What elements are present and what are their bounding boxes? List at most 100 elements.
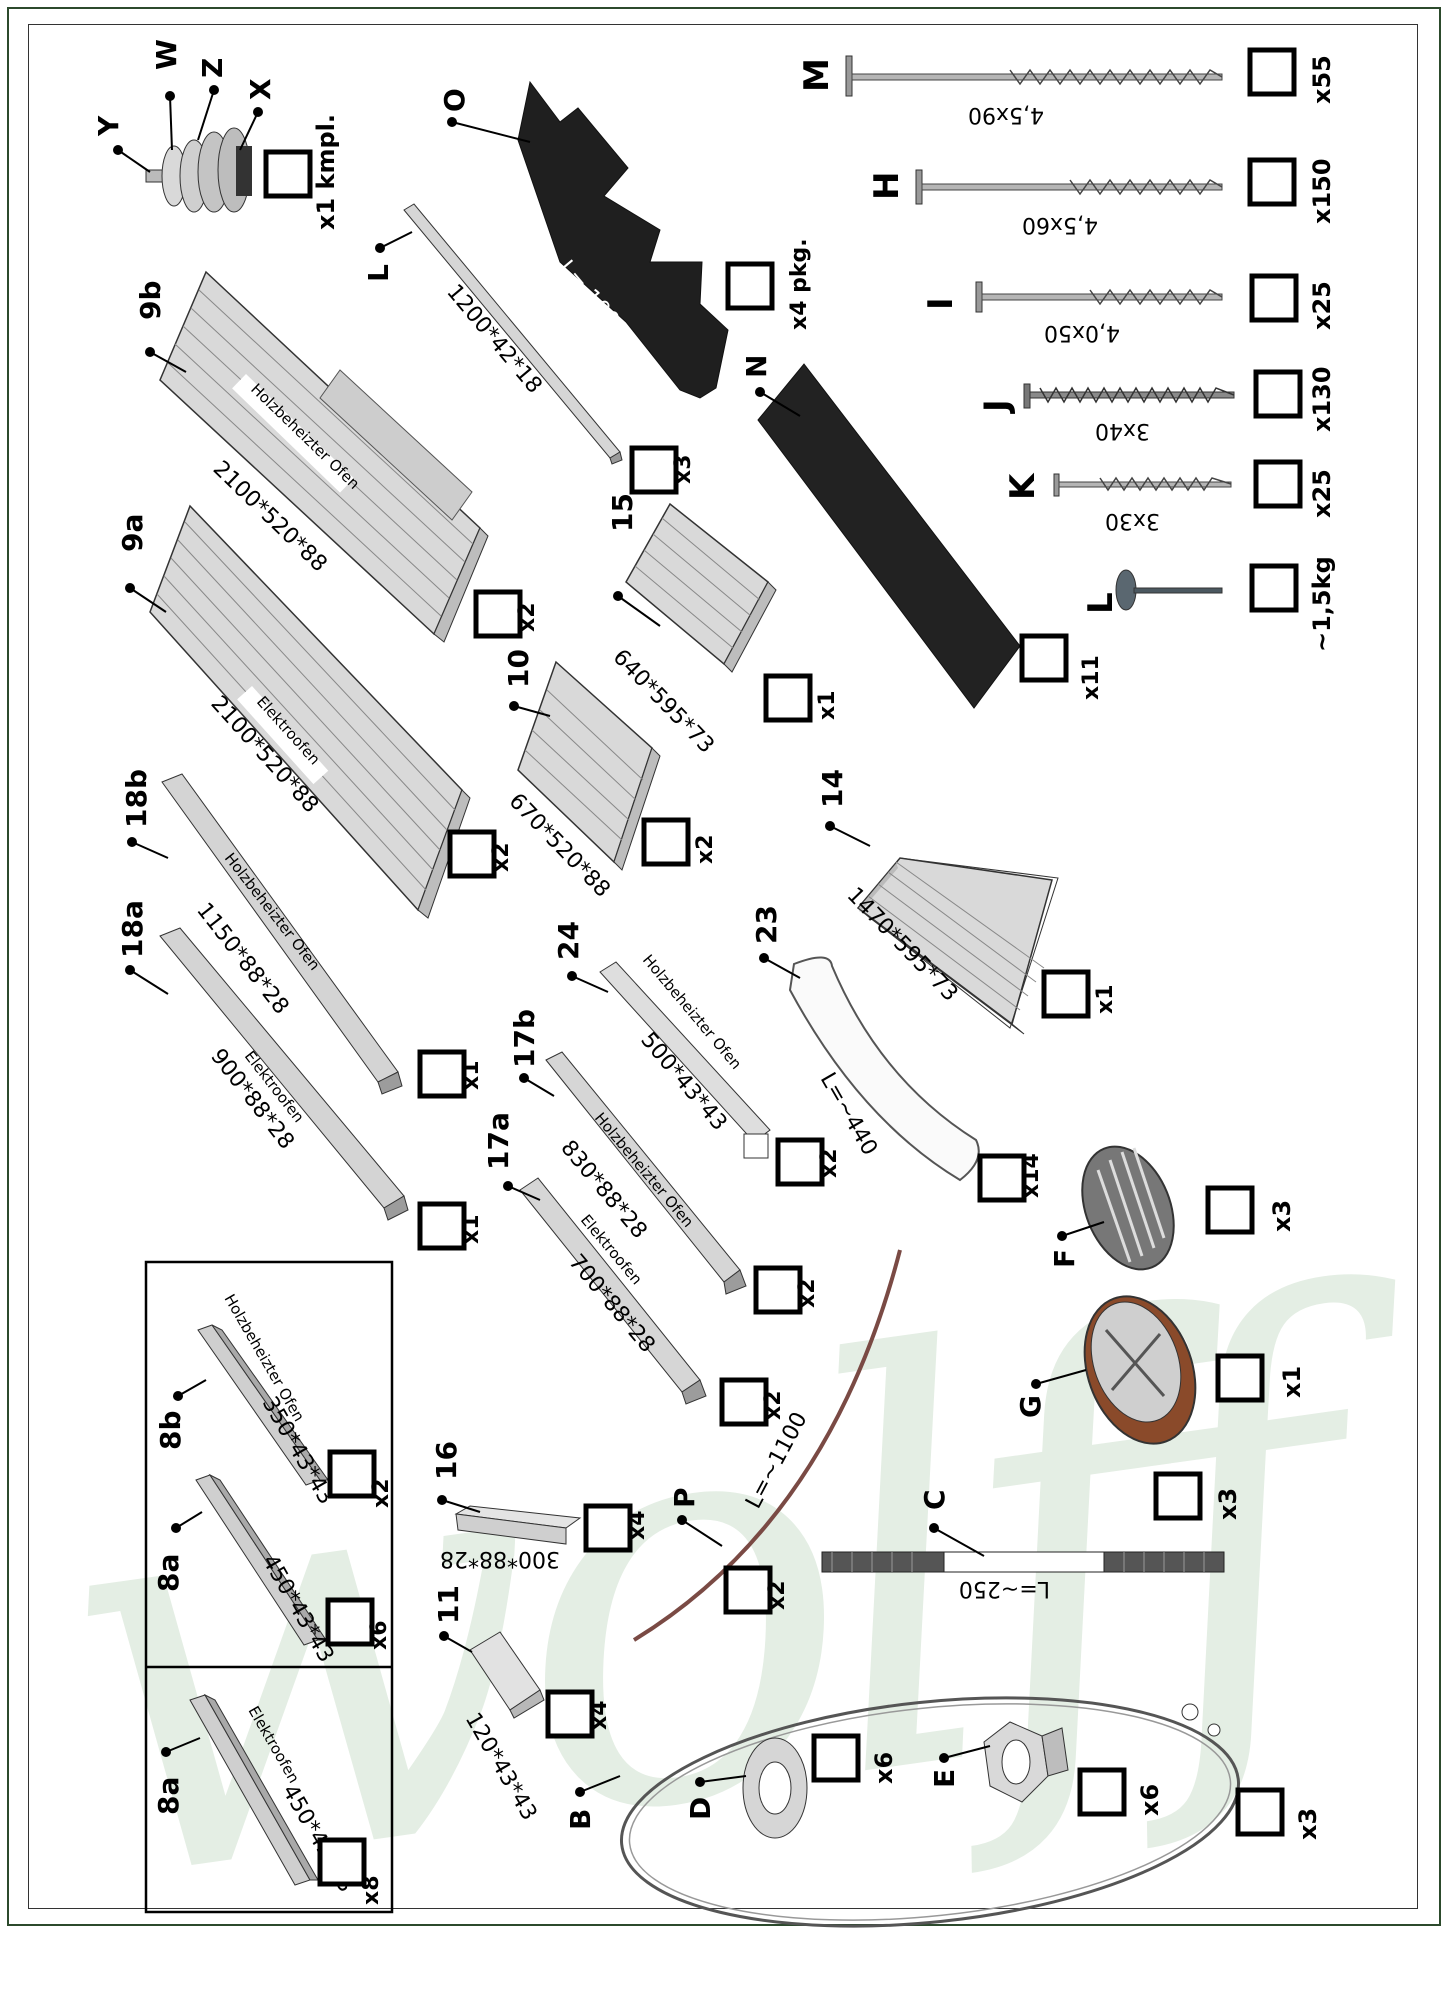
part-C-rod: C L=~250 x3 — [821, 1474, 1242, 1601]
part-id: L — [1081, 592, 1121, 614]
part-24: 24 500*43*43 Holzbeheizter Ofen x2 — [552, 921, 842, 1184]
part-dim: 4,5x60 — [1022, 212, 1098, 237]
part-id: 16 — [430, 1441, 463, 1480]
part-qty: x1 — [1278, 1366, 1306, 1398]
part-qty: x3 — [1268, 1200, 1296, 1232]
part-qty: x55 — [1308, 55, 1336, 104]
part-screw-K: K 3x30 x25 — [1003, 462, 1336, 533]
part-screw-J: J 3x40 x130 — [977, 366, 1336, 443]
part-id: B — [564, 1809, 597, 1830]
part-15: 15 640*595*73 x1 — [606, 493, 840, 759]
part-id: 18b — [120, 769, 153, 828]
part-id: I — [921, 297, 961, 310]
part-qty: x6 — [870, 1752, 898, 1784]
part-id: 23 — [750, 905, 783, 944]
part-qty: x1 — [1093, 985, 1118, 1015]
part-G-vent: G x1 — [1014, 1295, 1306, 1445]
part-id: 11 — [432, 1585, 465, 1624]
part-id: D — [684, 1797, 717, 1820]
part-id: 18a — [116, 900, 149, 958]
part-id: 15 — [606, 493, 639, 532]
part-8a-holz: 8a 450*43*43 x6 — [152, 1473, 392, 1667]
part-id-Y: Y — [92, 115, 125, 137]
part-id-Z: Z — [196, 58, 229, 78]
part-E-nut: E x6 — [928, 1721, 1164, 1816]
part-id: O — [438, 88, 471, 112]
part-id: M — [797, 58, 837, 92]
part-dim: L=~250 — [959, 1576, 1050, 1601]
part-qty: ~1,5kg — [1308, 556, 1336, 652]
part-qty: x25 — [1308, 281, 1336, 330]
part-id: J — [977, 399, 1017, 414]
part-qty: x1 — [815, 691, 840, 721]
part-D-washer: D x6 — [684, 1736, 898, 1839]
part-id: E — [928, 1769, 961, 1788]
part-qty: x4 pkg. — [787, 238, 812, 330]
part-id: F — [1048, 1249, 1081, 1268]
part-id: 9a — [116, 514, 149, 552]
part-qty: x1 — [459, 1215, 484, 1245]
part-qty: x3 — [1294, 1808, 1322, 1840]
stove-type-box — [144, 1260, 394, 1914]
part-qty: x6 — [1136, 1784, 1164, 1816]
part-id: 24 — [552, 921, 585, 960]
part-F-grille: F x3 — [1048, 1145, 1296, 1271]
part-id: H — [867, 172, 907, 200]
part-id: P — [668, 1487, 701, 1508]
part-qty: x2 — [515, 603, 540, 633]
part-qty: x130 — [1308, 366, 1336, 432]
part-dim: 120*43*43 — [460, 1709, 542, 1825]
part-qty: x14 — [1019, 1153, 1044, 1198]
part-dim: 4,5x90 — [968, 102, 1044, 127]
part-id-X: X — [244, 78, 277, 100]
part-qty: x6 — [367, 1621, 392, 1651]
part-id: N — [740, 355, 773, 378]
part-10: 10 670*520*88 x2 — [502, 649, 718, 903]
part-qty: x11 — [1079, 655, 1104, 700]
part-qty: x4 — [587, 1701, 612, 1731]
part-qty: x3 — [1214, 1488, 1242, 1520]
part-id-W: W — [150, 39, 183, 70]
part-dim: 3x30 — [1105, 508, 1160, 533]
part-qty: x150 — [1308, 158, 1336, 224]
part-qty: x4 — [625, 1511, 650, 1541]
part-14: 14 1470*595*73 x1 — [816, 769, 1118, 1035]
part-id: 9b — [134, 280, 167, 320]
part-qty: x2 — [693, 835, 718, 865]
part-nail-L: L ~1,5kg — [1081, 556, 1336, 652]
part-valve-assembly: Y W Z X x1 kmpl. — [92, 39, 340, 230]
part-O: O L= 1000 x4 pkg. — [438, 80, 812, 399]
parts-diagram: 8a 450*43*43 Elektroofen x8 8a 450*43*43… — [92, 39, 1336, 1928]
part-screw-M: M 4,5x90 x55 — [797, 50, 1336, 127]
part-screw-I: I 4,0x50 x25 — [921, 276, 1336, 345]
part-dim: 1200*42*18 — [441, 280, 546, 399]
part-qty: x1 — [459, 1061, 484, 1091]
part-screw-H: H 4,5x60 x150 — [867, 158, 1336, 237]
part-id: 8a — [152, 1554, 185, 1592]
part-id: L — [362, 264, 395, 282]
part-N: N L= 1000 x11 — [740, 355, 1104, 709]
part-id: C — [918, 1489, 951, 1510]
part-id: 8b — [154, 1410, 187, 1450]
part-qty: x2 — [765, 1581, 790, 1611]
part-8b: 8b 350*43*43 Holzbeheizter Ofen x2 — [154, 1291, 394, 1509]
part-B-band: B x3 — [564, 1696, 1322, 1928]
part-qty: x8 — [359, 1876, 384, 1906]
part-id: 10 — [502, 649, 535, 688]
part-qty: x2 — [369, 1479, 394, 1509]
part-qty: x2 — [817, 1149, 842, 1179]
part-dim: 4,0x50 — [1044, 320, 1120, 345]
part-dim: 700*88*28 — [563, 1250, 659, 1358]
part-id: 17b — [508, 1009, 541, 1068]
part-dim: 3x40 — [1095, 418, 1150, 443]
part-id: G — [1014, 1395, 1047, 1418]
part-qty: x3 — [671, 455, 696, 485]
part-16: 16 300*88*28 x4 — [430, 1441, 650, 1571]
part-8a-elektro: 8a 450*43*43 Elektroofen x8 — [152, 1693, 384, 1906]
part-id: 14 — [816, 769, 849, 808]
part-qty: x25 — [1308, 469, 1336, 518]
part-id: 8a — [152, 1777, 185, 1815]
part-qty: x2 — [761, 1391, 786, 1421]
part-9b: 9b 2100*520*88 Holzbeheizter Ofen x2 — [134, 270, 540, 643]
part-qty: x1 kmpl. — [312, 114, 340, 230]
